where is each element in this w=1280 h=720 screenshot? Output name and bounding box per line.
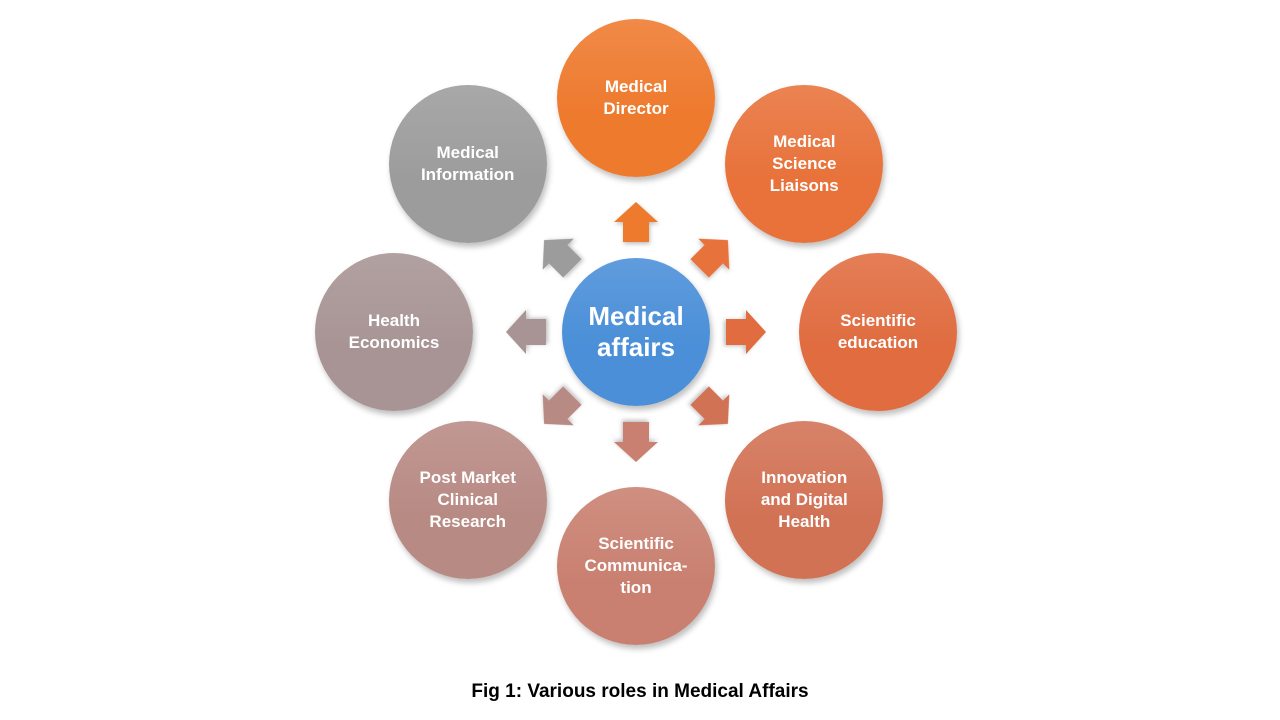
node-label-line: Scientific [840,311,916,330]
node-label-line: affairs [596,332,676,362]
node-label-line: Medical [604,77,668,96]
node-label-line: Medical [588,301,684,331]
arrow-to-medical-science-liaisons [690,238,730,278]
node-label-line: Health [778,512,831,532]
node-label-line: education [837,333,919,352]
node-label-line: Innovation [761,468,848,488]
node-label-line: Economics [348,333,440,352]
arrow-to-scientific-communication [614,422,658,462]
node-label-line: Liaisons [769,175,839,195]
arrow-to-medical-information [542,238,582,278]
node-label-line: Post Market [419,468,516,488]
figure-caption: Fig 1: Various roles in Medical Affairs [471,681,809,702]
node-label-line: Scientific [598,534,674,553]
node-label-line: Information [420,164,515,184]
arrow-to-scientific-education [726,310,766,354]
node-label-line: Science [772,153,837,173]
node-label-line: Medical [436,142,499,162]
node-label-line: Director [603,99,669,118]
node-label-line: Communica- [584,556,688,575]
node-label-line: Health [368,311,420,330]
node-label-line: Research [429,512,506,532]
node-label-line: Medical [773,131,836,151]
arrow-to-health-economics [506,310,546,354]
node-label-line: Clinical [437,490,498,510]
node-label-line: and Digital [760,490,848,510]
arrow-to-innovation-digital-health [690,386,730,426]
role-scientific-education: Scientific education [799,253,957,411]
node-label-line: tion [620,578,652,597]
arrow-to-post-market-clinical-research [542,386,582,426]
arrow-to-medical-director [614,202,658,242]
